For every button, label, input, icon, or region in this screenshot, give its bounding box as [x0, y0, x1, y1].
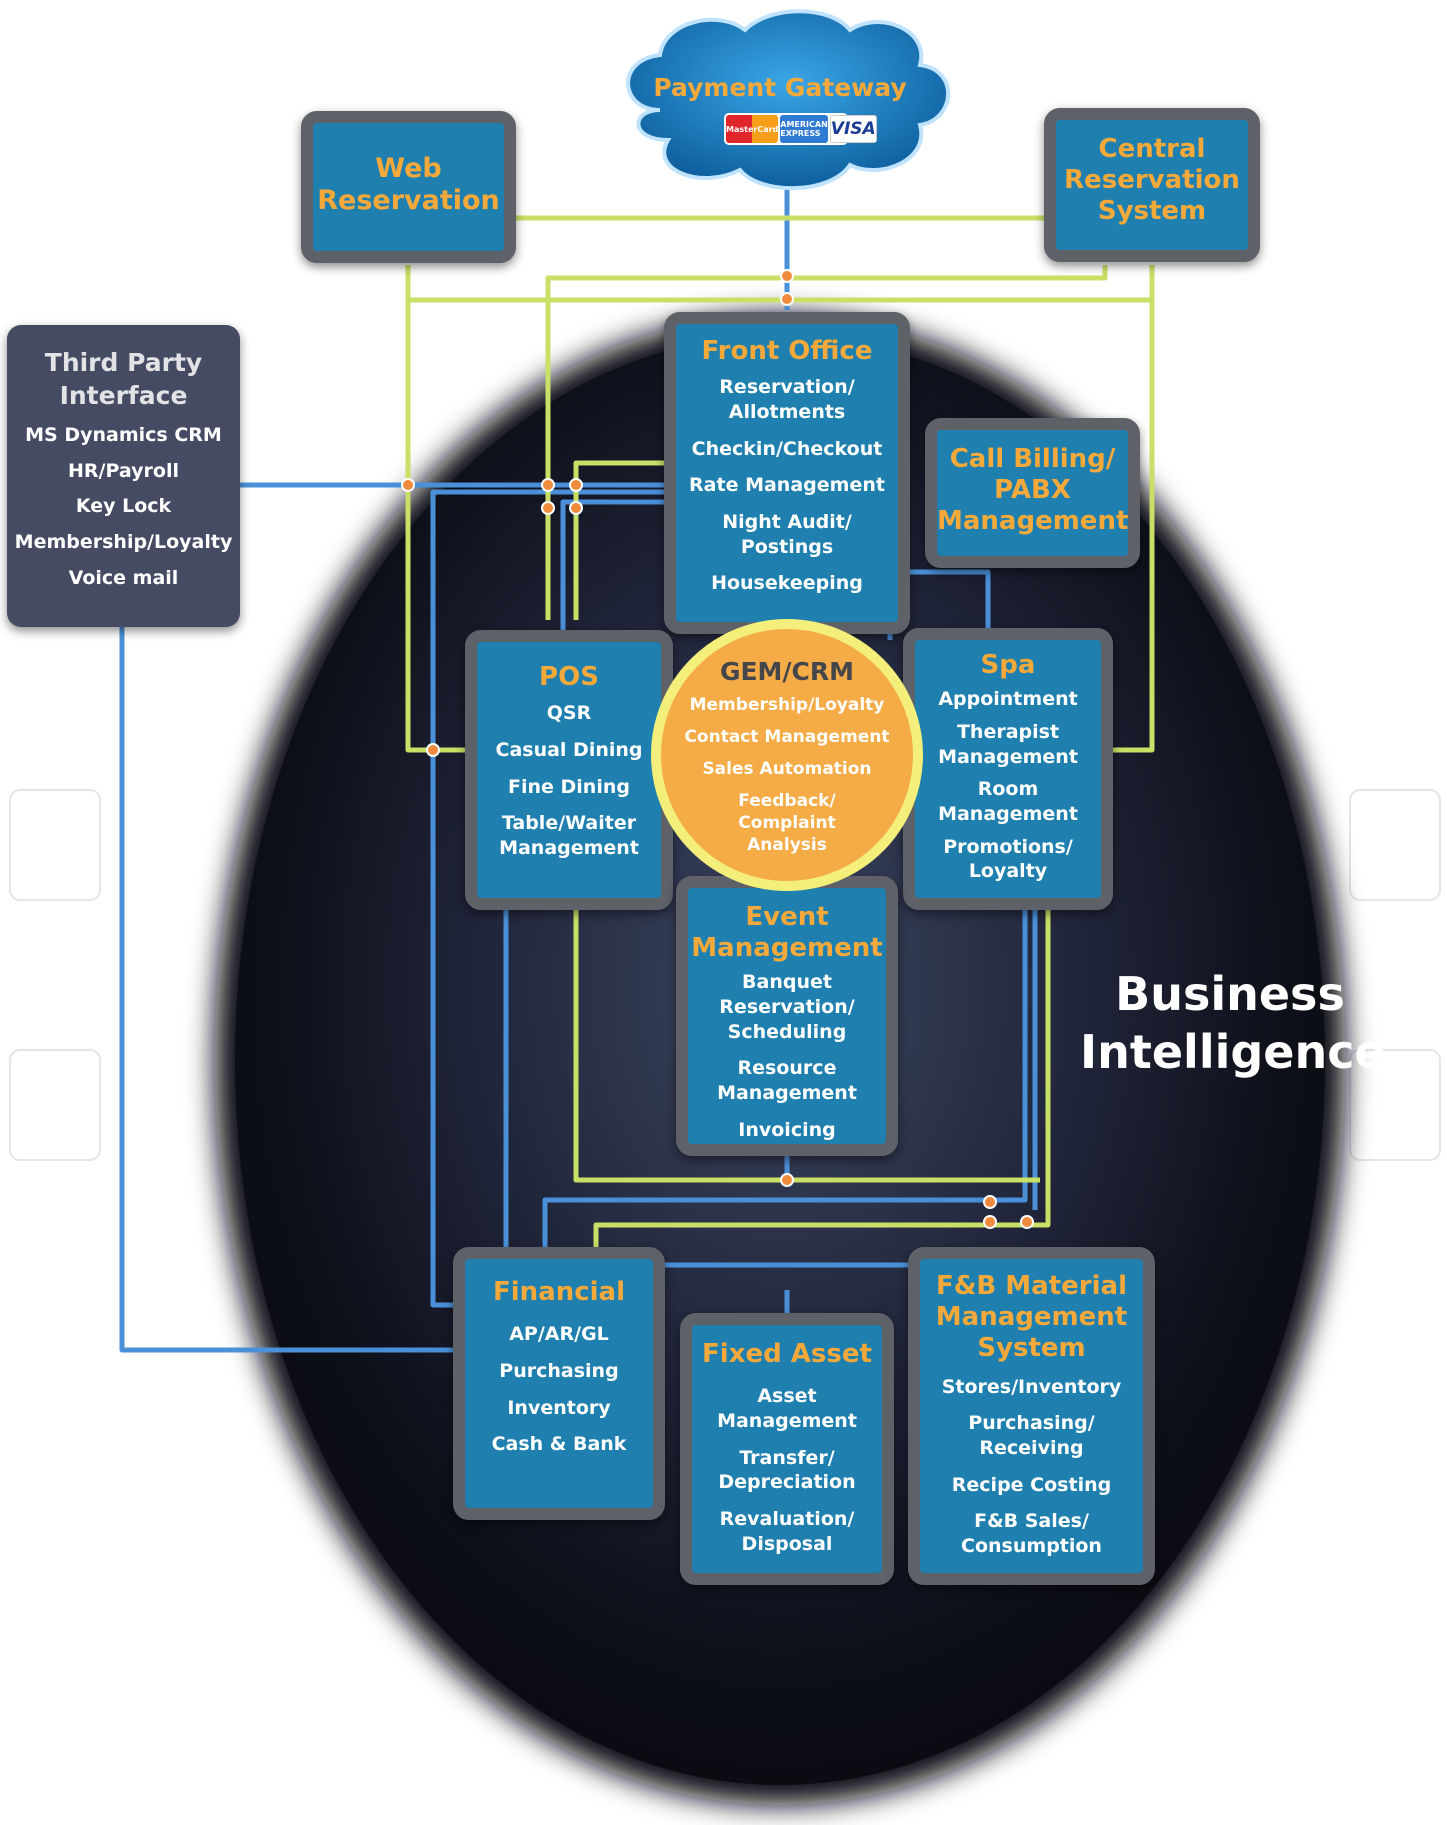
financial-item: Cash & Bank	[491, 1433, 627, 1456]
third-party-interface-panel: Third Party Interface MS Dynamics CRM HR…	[7, 325, 240, 627]
third-party-item: HR/Payroll	[68, 459, 179, 482]
gem-crm-hub: GEM/CRM Membership/Loyalty Contact Manag…	[651, 619, 923, 891]
call-billing-module: Call Billing/ PABX Management	[925, 418, 1140, 568]
front-office-title: Front Office	[701, 336, 873, 366]
front-office-module: Front Office Reservation/ Allotments Che…	[664, 312, 910, 634]
financial-title: Financial	[492, 1277, 626, 1307]
fnb-material-item: Stores/Inventory	[941, 1375, 1122, 1398]
visa-logo: VISA	[829, 115, 877, 143]
pos-title: POS	[539, 662, 599, 692]
amex-logo: AMERICAN EXPRESS	[780, 115, 828, 143]
pos-item: Casual Dining	[495, 738, 643, 761]
central-reservation-module: Central Reservation System	[1044, 108, 1260, 262]
fixed-asset-module: Fixed Asset Asset Management Transfer/ D…	[680, 1313, 894, 1585]
event-management-title: Event Management	[691, 902, 883, 964]
event-management-item: Banquet Reservation/ Scheduling	[719, 971, 855, 1043]
front-office-item: Reservation/ Allotments	[719, 376, 855, 423]
front-office-item: Checkin/Checkout	[691, 437, 883, 460]
payment-gateway-label: Payment Gateway	[653, 73, 907, 102]
spa-item: Therapist Management	[938, 720, 1078, 768]
gem-crm-item: Feedback/ Complaint Analysis	[738, 791, 836, 856]
fixed-asset-item: Revaluation/ Disposal	[719, 1507, 855, 1555]
junctions	[401, 269, 1034, 1229]
fnb-material-item: Recipe Costing	[951, 1473, 1112, 1496]
front-office-item: Night Audit/ Postings	[722, 510, 852, 558]
gem-crm-title: GEM/CRM	[719, 657, 855, 686]
gem-crm-item: Contact Management	[684, 727, 890, 748]
business-intelligence-label: Business Intelligence	[1080, 967, 1386, 1079]
card-logos: MasterCard AMERICAN EXPRESS VISA	[724, 113, 877, 145]
fnb-material-title: F&B Material Management System	[935, 1271, 1128, 1364]
pos-item: QSR	[546, 702, 592, 725]
fixed-asset-item: Transfer/ Depreciation	[718, 1446, 856, 1494]
event-management-item: Invoicing	[738, 1118, 836, 1141]
spa-item: Promotions/ Loyalty	[943, 835, 1073, 883]
third-party-item: Voice mail	[68, 566, 179, 589]
front-office-item: Rate Management	[689, 474, 885, 497]
spa-module: Spa Appointment Therapist Management Roo…	[903, 628, 1113, 910]
web-reservation-module: Web Reservation	[301, 111, 516, 263]
background-grid	[9, 789, 1441, 1161]
third-party-item: Key Lock	[75, 495, 172, 518]
gem-crm-item: Membership/Loyalty	[689, 695, 885, 715]
central-reservation-title: Central Reservation System	[1064, 134, 1240, 227]
blue-connectors	[119, 180, 1038, 1353]
third-party-item: MS Dynamics CRM	[25, 424, 222, 446]
spa-title: Spa	[980, 650, 1036, 680]
third-party-title: Third Party Interface	[44, 348, 203, 410]
financial-item: Inventory	[507, 1396, 611, 1419]
event-management-item: Resource Management	[717, 1057, 857, 1105]
spa-item: Room Management	[938, 778, 1078, 825]
fixed-asset-title: Fixed Asset	[702, 1339, 872, 1369]
fnb-material-item: Purchasing/ Receiving	[968, 1412, 1095, 1459]
green-connectors	[405, 215, 1155, 1250]
front-office-item: Housekeeping	[711, 572, 863, 595]
call-billing-title: Call Billing/ PABX Management	[937, 444, 1129, 537]
pos-item: Fine Dining	[508, 775, 630, 798]
pos-item: Table/Waiter Management	[499, 812, 639, 859]
web-reservation-title: Web Reservation	[317, 153, 500, 217]
financial-item: AP/AR/GL	[509, 1323, 609, 1346]
mastercard-logo: MasterCard	[726, 115, 779, 143]
pos-module: POS QSR Casual Dining Fine Dining Table/…	[465, 630, 673, 910]
fixed-asset-item: Asset Management	[717, 1385, 857, 1432]
spa-item: Appointment	[938, 688, 1078, 711]
event-management-module: Event Management Banquet Reservation/ Sc…	[676, 876, 898, 1156]
gem-crm-item: Sales Automation	[702, 759, 872, 780]
financial-module: Financial AP/AR/GL Purchasing Inventory …	[453, 1247, 665, 1520]
financial-item: Purchasing	[499, 1359, 619, 1382]
payment-gateway-cloud	[626, 9, 951, 191]
fnb-material-item: F&B Sales/ Consumption	[961, 1510, 1102, 1557]
third-party-item: Membership/Loyalty	[14, 531, 233, 554]
fnb-material-module: F&B Material Management System Stores/In…	[908, 1247, 1155, 1585]
